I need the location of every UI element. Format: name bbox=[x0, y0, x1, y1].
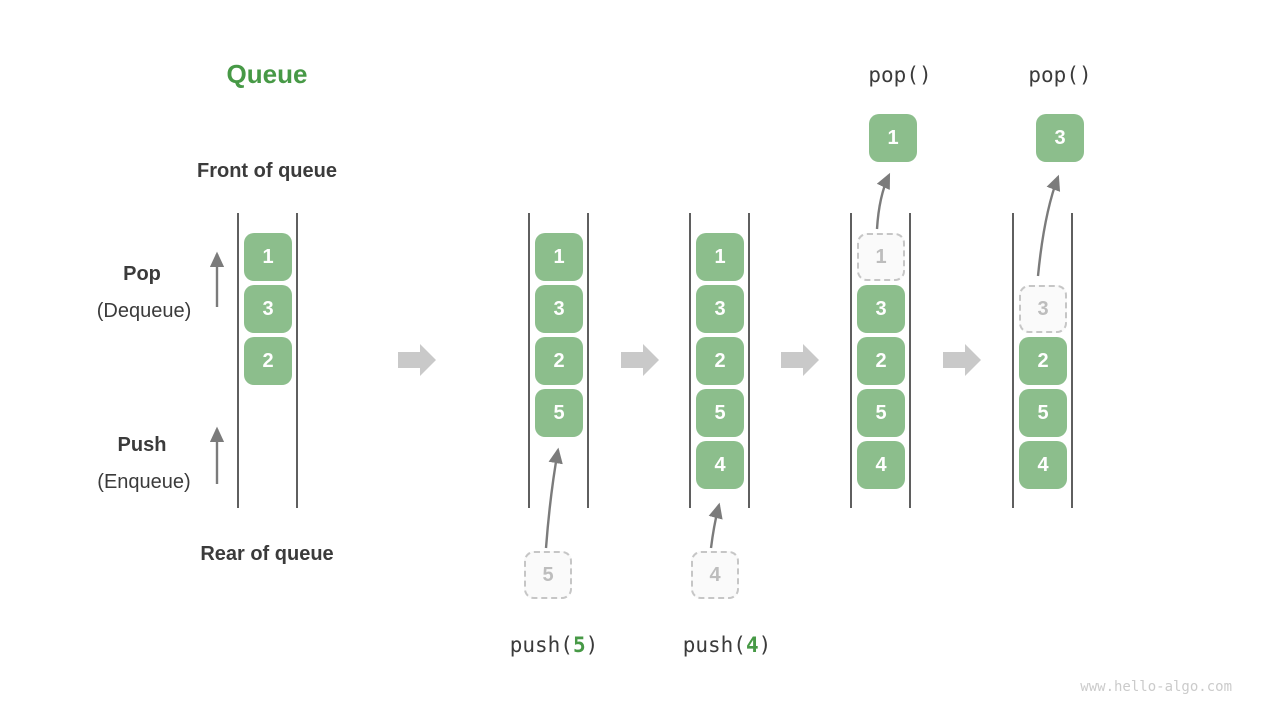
transition-arrow-icon bbox=[943, 344, 981, 376]
rear-of-queue-label: Rear of queue bbox=[200, 543, 334, 565]
queue-block: 4 bbox=[857, 441, 905, 489]
transition-arrow-icon bbox=[781, 344, 819, 376]
pop-call-label-2: pop() bbox=[1028, 63, 1092, 87]
diagram-title: Queue bbox=[226, 59, 308, 89]
queue-block: 2 bbox=[535, 337, 583, 385]
push-call-label-2: push(4) bbox=[660, 633, 794, 657]
queue-channel-1 bbox=[237, 213, 298, 508]
queue-block: 3 bbox=[696, 285, 744, 333]
push-call-arg: 5 bbox=[572, 633, 586, 657]
queue-block: 3 bbox=[857, 285, 905, 333]
queue-block: 4 bbox=[1019, 441, 1067, 489]
queue-block: 2 bbox=[696, 337, 744, 385]
pushed-value-ghost-block: 4 bbox=[691, 551, 739, 599]
queue-block: 2 bbox=[857, 337, 905, 385]
push-call-label-1: push(5) bbox=[487, 633, 621, 657]
queue-block: 2 bbox=[244, 337, 292, 385]
push-call-fn: push( bbox=[682, 633, 746, 657]
queue-channel-3 bbox=[689, 213, 750, 508]
queue-block-ghost: 3 bbox=[1019, 285, 1067, 333]
queue-block: 1 bbox=[696, 233, 744, 281]
push-call-close: ) bbox=[758, 633, 772, 657]
queue-block: 1 bbox=[244, 233, 292, 281]
push-call-arg: 4 bbox=[745, 633, 759, 657]
front-of-queue-label: Front of queue bbox=[197, 160, 337, 182]
transition-arrow-icon bbox=[398, 344, 436, 376]
queue-block: 2 bbox=[1019, 337, 1067, 385]
popped-value-block: 3 bbox=[1036, 114, 1084, 162]
push-label: Push bbox=[117, 434, 167, 456]
pushed-value-ghost-block: 5 bbox=[524, 551, 572, 599]
queue-block: 5 bbox=[857, 389, 905, 437]
pop-label: Pop bbox=[123, 263, 161, 285]
queue-block: 5 bbox=[1019, 389, 1067, 437]
popped-value-block: 1 bbox=[869, 114, 917, 162]
enqueue-label: (Enqueue) bbox=[97, 471, 191, 493]
push-call-close: ) bbox=[585, 633, 599, 657]
push-call-fn: push( bbox=[509, 633, 573, 657]
queue-block-ghost: 1 bbox=[857, 233, 905, 281]
queue-block: 5 bbox=[535, 389, 583, 437]
pop-call-label-1: pop() bbox=[868, 63, 932, 87]
transition-arrow-icon bbox=[621, 344, 659, 376]
queue-block: 3 bbox=[244, 285, 292, 333]
queue-block: 1 bbox=[535, 233, 583, 281]
queue-block: 3 bbox=[535, 285, 583, 333]
watermark: www.hello-algo.com bbox=[1080, 679, 1232, 695]
queue-block: 5 bbox=[696, 389, 744, 437]
dequeue-label: (Dequeue) bbox=[96, 300, 192, 322]
queue-channel-2 bbox=[528, 213, 589, 508]
push-motion-arrow-icon bbox=[708, 502, 723, 549]
queue-block: 4 bbox=[696, 441, 744, 489]
queue-channel-4 bbox=[850, 213, 911, 508]
queue-channel-5 bbox=[1012, 213, 1073, 508]
